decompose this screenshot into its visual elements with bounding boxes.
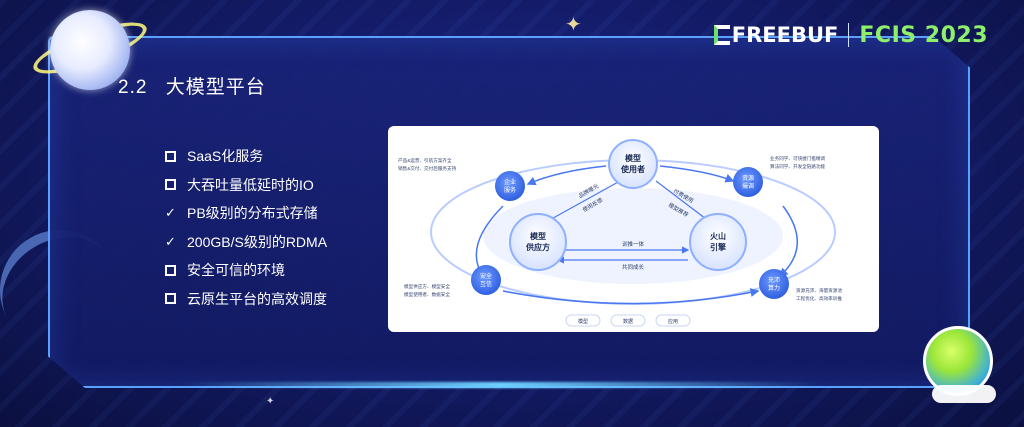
svg-text:资源: 资源 [742,174,754,182]
svg-text:供应方: 供应方 [525,242,550,252]
tab-app: 应用 [655,314,691,327]
cloud-icon [932,385,996,403]
list-item-text: 200GB/S级别的RDMA [187,233,328,250]
frame-glow [180,382,820,388]
note-resource: 业务同学、可快捷门槛精调 [770,155,826,162]
checkbox-icon [165,179,187,191]
page-title: 2.2 大模型平台 [118,72,266,99]
list-item-text: PB级别的分布式存储 [187,205,318,222]
checkbox-icon [165,293,187,305]
svg-text:企业: 企业 [504,178,516,186]
list-item-text: SaaS化服务 [187,148,264,165]
list-item: SaaS化服务 [165,142,327,171]
list-item-text: 安全可信的环境 [187,262,285,279]
svg-text:使用者: 使用者 [620,164,645,174]
svg-text:安全: 安全 [480,272,492,280]
svg-text:模型: 模型 [530,231,546,241]
list-item: 大吞吐量低延时的IO [165,171,327,200]
node-security: 安全 互信 [471,265,501,295]
svg-text:算法同学、开发全链路功能: 算法同学、开发全链路功能 [770,163,826,170]
label-model-recommend: 模型推荐 [667,201,690,219]
note-compute: 资源充沛、海量资源池 [796,287,842,294]
checkbox-icon [165,150,187,162]
event-logo: FREEBUF FCIS 2023 [713,18,988,52]
freebuf-logo-text: FREEBUF [731,23,839,47]
svg-text:模型: 模型 [578,318,588,325]
list-item: 安全可信的环境 [165,256,327,285]
svg-text:火山: 火山 [710,231,726,241]
freebuf-mark-icon [713,25,730,45]
label-co-grow: 共同成长 [622,263,645,271]
section-number: 2.2 [118,77,148,98]
sparkle-icon: ✦ [565,14,582,36]
svg-text:工程优化、高效率训推: 工程优化、高效率训推 [796,295,842,302]
label-paid-use: 付费使用 [672,187,695,205]
node-engine: 火山 引擎 [689,213,747,271]
platform-diagram: 模型 使用者 模型 供应方 火山 引擎 企业 服务 资源 撮调 安全 互信 [388,126,879,332]
node-model-provider: 模型 供应方 [509,213,567,271]
sparkle-icon: ✦ [266,396,275,407]
node-enterprise: 企业 服务 [495,171,525,201]
label-train-integrate: 训推一体 [622,240,645,248]
label-brand-exposure: 品牌曝光 [577,182,600,200]
node-compute: 充沛 算力 [759,269,789,299]
diagram-nodes: 模型 使用者 模型 供应方 火山 引擎 企业 服务 资源 撮调 安全 互信 [398,139,842,327]
check-icon: ✓ [165,233,176,249]
list-item: ✓ 200GB/S级别的RDMA [165,228,327,257]
svg-text:撮调: 撮调 [742,182,754,190]
fcis-logo-text: FCIS 2023 [859,22,988,48]
note-security: 模型供应方、模型安全 [404,283,450,290]
planet-icon [923,326,993,396]
note-enterprise: 产品&运营、引航方案齐全 [398,157,452,164]
tab-model: 模型 [565,314,601,327]
checkbox-icon [165,264,187,276]
list-item: ✓ PB级别的分布式存储 [165,199,327,228]
node-resource: 资源 撮调 [733,167,763,197]
feature-list: SaaS化服务 大吞吐量低延时的IO ✓ PB级别的分布式存储 ✓ 200GB/S级… [165,142,327,313]
svg-text:模型: 模型 [625,153,641,163]
logo-divider [848,23,850,47]
check-icon: ✓ [165,205,176,221]
list-item: 云原生平台的高效调度 [165,285,327,314]
planet-icon [50,10,130,90]
list-item-text: 大吞吐量低延时的IO [187,176,314,193]
label-use-feedback: 使用反馈 [581,196,604,214]
svg-text:应用: 应用 [668,318,678,325]
svg-text:销售&交付、交付后服务支持: 销售&交付、交付后服务支持 [398,165,457,172]
list-item-text: 云原生平台的高效调度 [187,290,327,307]
svg-text:数据: 数据 [623,318,633,325]
svg-text:引擎: 引擎 [710,242,727,252]
freebuf-logo: FREEBUF [713,23,839,47]
section-title: 大模型平台 [165,77,266,98]
svg-text:充沛: 充沛 [768,276,780,284]
tab-data: 数据 [610,314,646,327]
svg-text:服务: 服务 [504,186,516,194]
svg-text:算力: 算力 [768,284,780,292]
node-model-user: 模型 使用者 [608,139,658,189]
svg-text:互信: 互信 [480,280,492,288]
svg-text:模型使用者、数据安全: 模型使用者、数据安全 [404,291,450,298]
